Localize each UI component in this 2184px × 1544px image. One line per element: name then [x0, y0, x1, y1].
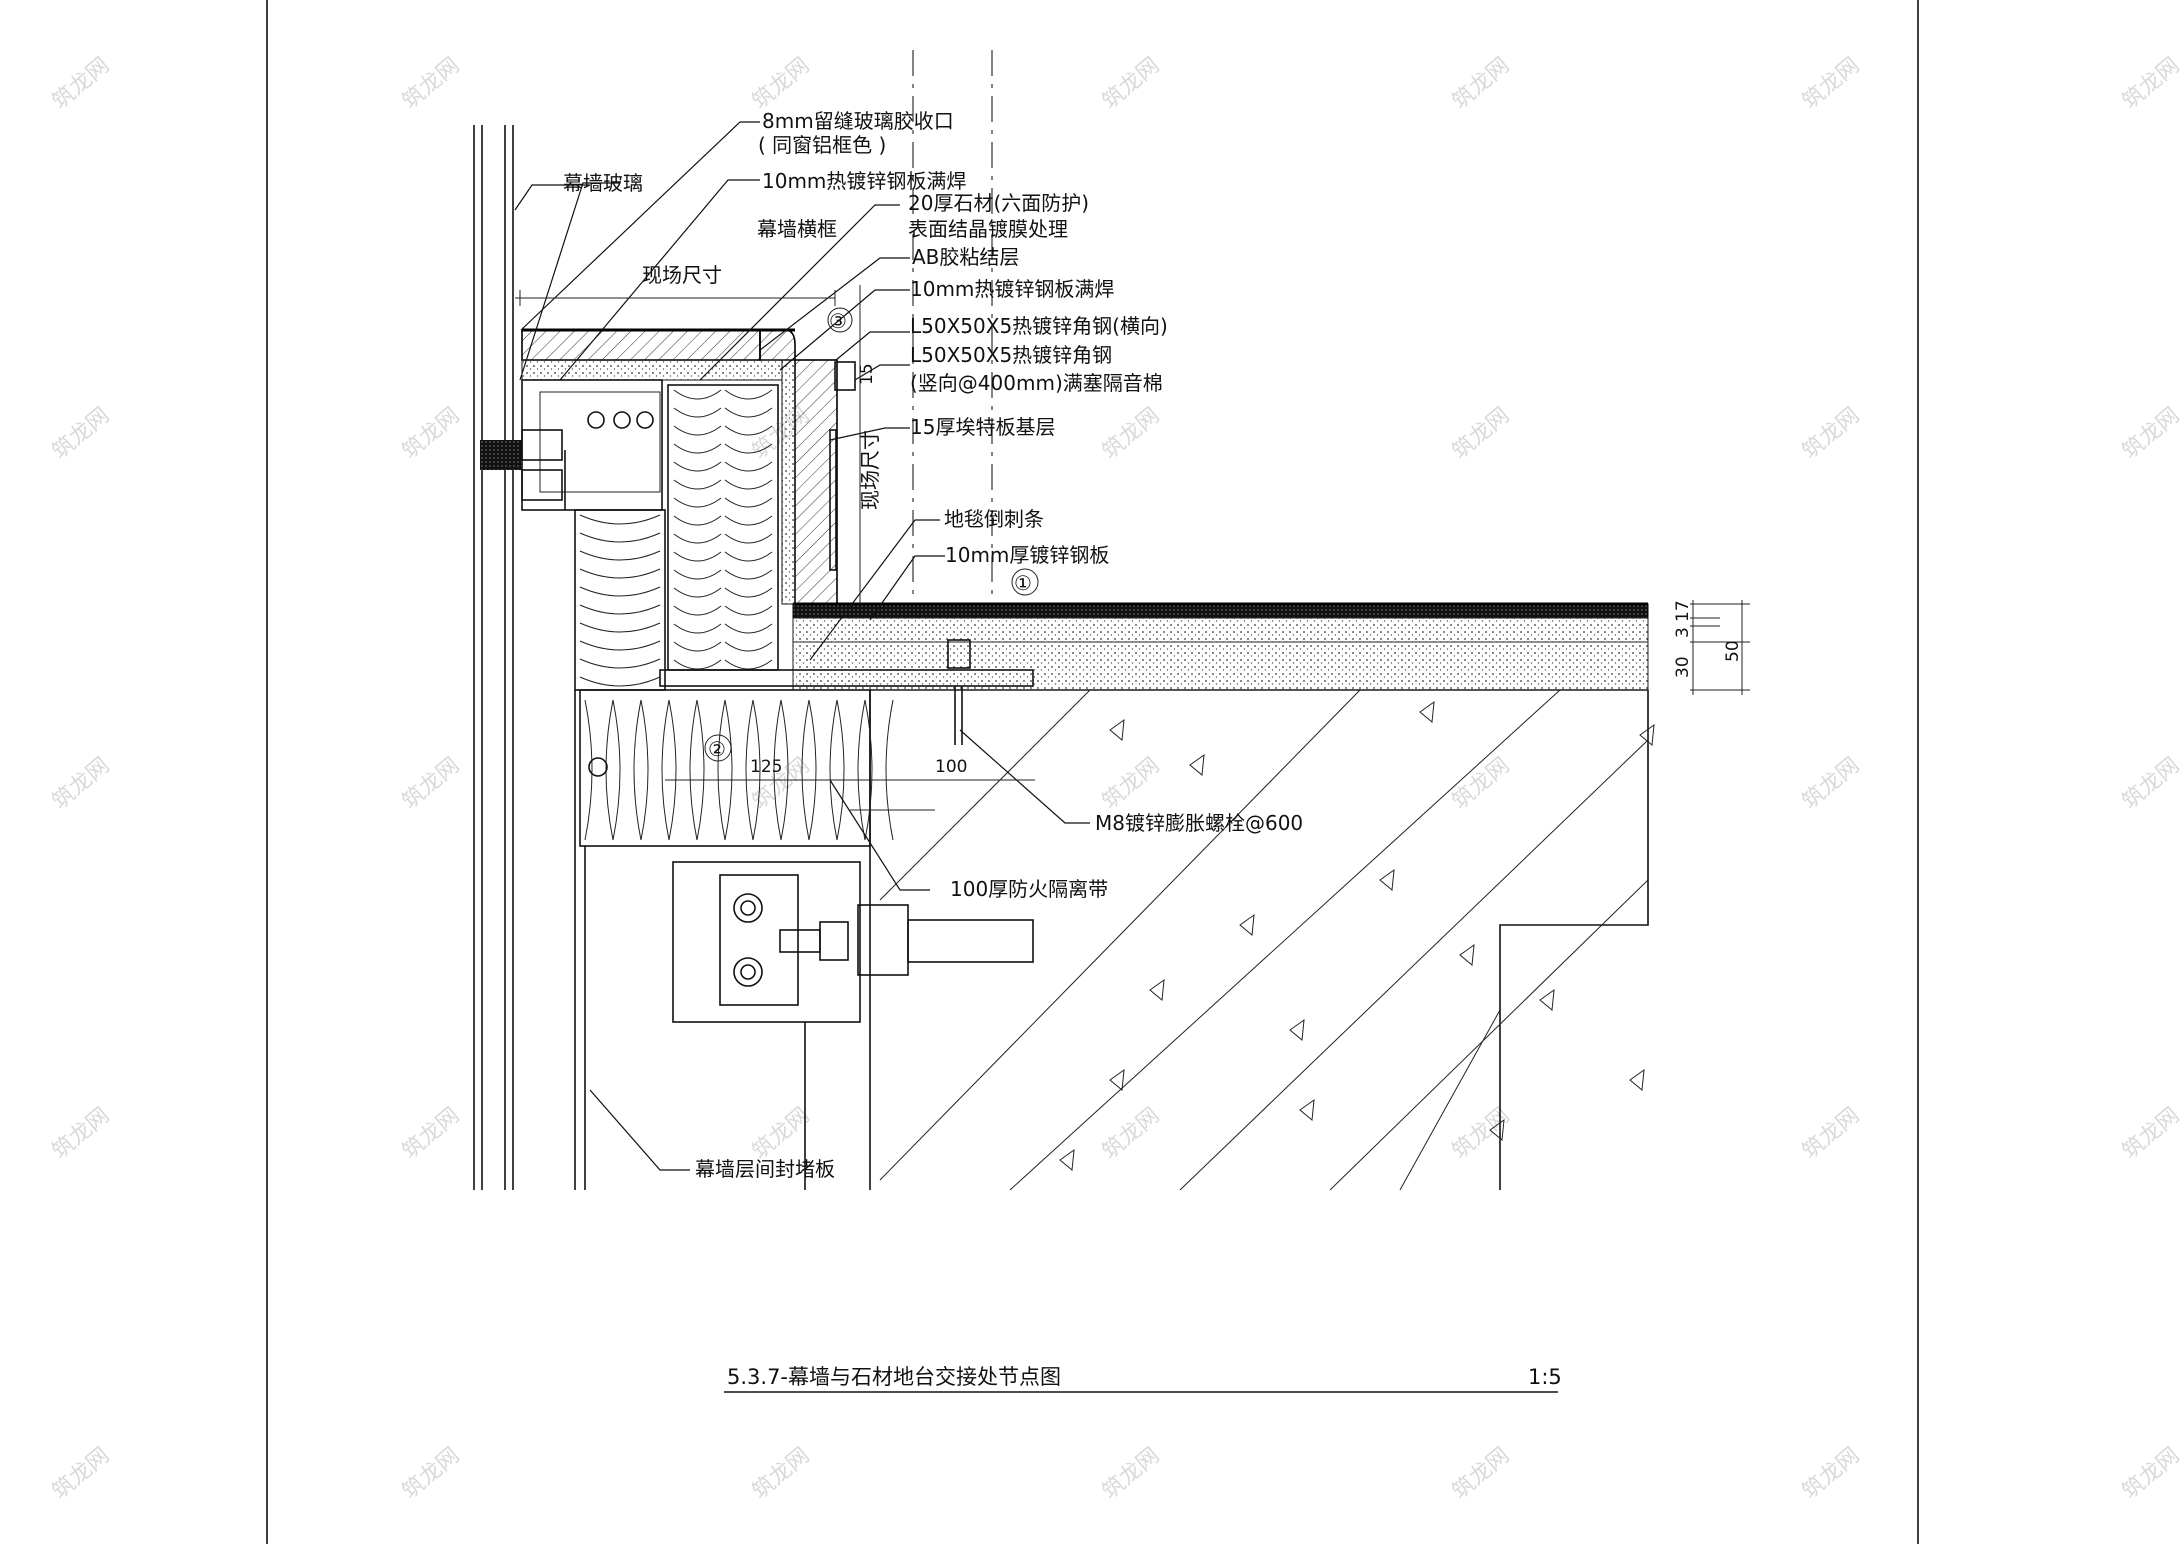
title-block: 5.3.7-幕墙与石材地台交接处节点图 1:5 — [724, 1365, 1562, 1393]
watermark-text: 筑龙网 — [48, 53, 115, 115]
label-curtain-glass: 幕墙玻璃 — [563, 171, 643, 195]
label-angle-horizontal: L50X50X5热镀锌角钢(横向) — [910, 314, 1168, 338]
watermark-text: 筑龙网 — [1448, 403, 1515, 465]
marker-2: ② — [708, 737, 726, 761]
watermark-text: 筑龙网 — [398, 53, 465, 115]
watermark-text: 筑龙网 — [1098, 403, 1165, 465]
watermark-text: 筑龙网 — [398, 1443, 465, 1505]
label-glass-sealant-note: ( 同窗铝框色 ) — [758, 133, 886, 157]
label-site-dim-vertical: 现场尺寸 — [858, 430, 882, 510]
dim-50: 50 — [1723, 640, 1743, 662]
watermark-text: 筑龙网 — [398, 403, 465, 465]
watermark-text: 筑龙网 — [48, 403, 115, 465]
dim-100: 100 — [935, 757, 967, 777]
label-carpet-strip: 地毯倒刺条 — [944, 507, 1044, 531]
concrete-slab — [869, 689, 1655, 1191]
fire-barrier-insulation — [574, 509, 1034, 847]
dim-17: 17 — [1673, 600, 1693, 622]
watermark-text: 筑龙网 — [1448, 1443, 1515, 1505]
watermark-text: 筑龙网 — [2118, 53, 2184, 115]
watermark-text: 筑龙网 — [748, 53, 815, 115]
label-steel-plate-weld: 10mm热镀锌钢板满焊 — [910, 277, 1114, 301]
label-transom: 幕墙横框 — [757, 217, 837, 241]
label-spandrel-panel: 幕墙层间封堵板 — [695, 1157, 835, 1181]
watermark-text: 筑龙网 — [1098, 1443, 1165, 1505]
label-stone-finish: 表面结晶镀膜处理 — [908, 217, 1068, 241]
label-steel-plate-weld-top: 10mm热镀锌钢板满焊 — [762, 169, 966, 193]
annotation-labels: 8mm留缝玻璃胶收口 ( 同窗铝框色 ) 幕墙玻璃 10mm热镀锌钢板满焊 20… — [563, 109, 1303, 1181]
watermark-text: 筑龙网 — [1098, 53, 1165, 115]
watermark-text: 筑龙网 — [1448, 53, 1515, 115]
watermark-text: 筑龙网 — [1798, 753, 1865, 815]
watermark-text: 筑龙网 — [1098, 1103, 1165, 1165]
watermark-text: 筑龙网 — [1798, 403, 1865, 465]
label-angle-vertical-note: (竖向@400mm)满塞隔音棉 — [910, 371, 1163, 395]
label-stone-20: 20厚石材(六面防护) — [908, 191, 1089, 215]
label-anchor-bolt: M8镀锌膨胀螺栓@600 — [1095, 811, 1303, 835]
watermark-text: 筑龙网 — [48, 1103, 115, 1165]
dim-30: 30 — [1673, 656, 1693, 678]
dim-125: 125 — [750, 757, 782, 777]
floor-layers — [792, 602, 1649, 691]
sheet-frame — [266, 0, 1919, 1544]
label-eterboard: 15厚埃特板基层 — [910, 415, 1055, 439]
sound-insulation — [667, 384, 779, 671]
watermark-text: 筑龙网 — [1098, 753, 1165, 815]
watermark-text: 筑龙网 — [48, 753, 115, 815]
watermark-text: 筑龙网 — [748, 1443, 815, 1505]
watermark-text: 筑龙网 — [398, 753, 465, 815]
watermark-text: 筑龙网 — [2118, 1103, 2184, 1165]
transom-profile — [480, 379, 663, 511]
watermark-text: 筑龙网 — [398, 1103, 465, 1165]
stone-cap-assembly — [521, 328, 856, 605]
dim-15: 15 — [857, 363, 877, 385]
label-glass-sealant: 8mm留缝玻璃胶收口 — [762, 109, 954, 133]
label-ab-glue: AB胶粘结层 — [912, 245, 1019, 269]
watermark-text: 筑龙网 — [48, 1443, 115, 1505]
watermark-layer: 筑龙网筑龙网筑龙网筑龙网筑龙网筑龙网筑龙网筑龙网筑龙网筑龙网筑龙网筑龙网筑龙网筑… — [48, 53, 2184, 1505]
label-fire-barrier: 100厚防火隔离带 — [950, 877, 1108, 901]
label-angle-vertical: L50X50X5热镀锌角钢 — [910, 343, 1112, 367]
watermark-text: 筑龙网 — [2118, 753, 2184, 815]
watermark-text: 筑龙网 — [1798, 53, 1865, 115]
drawing-title: 5.3.7-幕墙与石材地台交接处节点图 — [727, 1365, 1061, 1389]
dimension-texts: 125 100 15 30 3 17 50 — [750, 363, 1743, 777]
label-galv-plate: 10mm厚镀锌钢板 — [945, 543, 1109, 567]
dim-3: 3 — [1673, 627, 1693, 638]
marker-1: ① — [1014, 571, 1032, 595]
drawing-scale: 1:5 — [1528, 1365, 1562, 1389]
leader-lines — [514, 121, 1090, 1171]
spandrel-panel — [574, 639, 1034, 1190]
watermark-text: 筑龙网 — [2118, 403, 2184, 465]
label-site-dim: 现场尺寸 — [642, 263, 722, 287]
watermark-text: 筑龙网 — [1798, 1443, 1865, 1505]
dimension-lines — [515, 285, 1750, 781]
watermark-text: 筑龙网 — [1798, 1103, 1865, 1165]
watermark-text: 筑龙网 — [1448, 1103, 1515, 1165]
curtain-wall-glass — [473, 125, 514, 1190]
watermark-text: 筑龙网 — [2118, 1443, 2184, 1505]
